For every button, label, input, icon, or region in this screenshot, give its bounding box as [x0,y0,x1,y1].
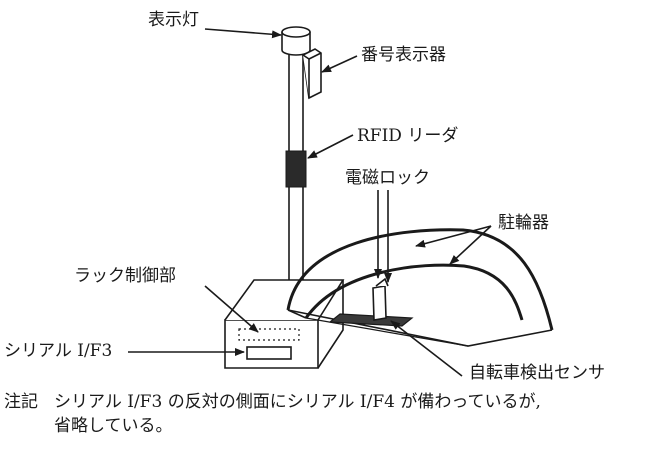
leader-rack-controller [204,285,259,333]
rfid-reader [285,150,307,188]
number-display [302,48,322,100]
electromagnetic-lock [372,277,389,321]
controller-dotted-area [238,328,300,341]
label-rack-controller: ラック制御部 [74,266,176,286]
label-bicycle-sensor: 自転車検出センサ [469,363,605,383]
leader-bicycle-rack-2 [449,225,492,265]
footnote-line2: 省略している。 [54,416,173,436]
serial-if3-port [246,346,292,360]
indicator-lamp [281,26,311,56]
label-rfid-reader: RFID リーダ [357,126,459,146]
leader-bicycle-sensor [390,320,463,377]
leader-indicator-lamp [204,28,282,39]
leader-rfid-reader [307,134,354,159]
label-number-display: 番号表示器 [361,45,446,65]
leader-number-display [321,55,358,73]
footnote: 注記シリアル I/F3 の反対の側面にシリアル I/F4 が備わっているが, 省… [4,390,666,438]
label-serial-if3: シリアル I/F3 [4,341,113,361]
label-electromagnetic-lock: 電磁ロック [345,168,430,188]
label-indicator-lamp: 表示灯 [148,10,199,30]
leader-bicycle-rack-1 [415,225,492,248]
label-bicycle-rack: 駐輪器 [498,213,549,233]
footnote-head: 注記 [4,392,38,412]
rack-diagram [128,26,554,377]
footnote-line1: シリアル I/F3 の反対の側面にシリアル I/F4 が備わっているが, [54,392,541,412]
